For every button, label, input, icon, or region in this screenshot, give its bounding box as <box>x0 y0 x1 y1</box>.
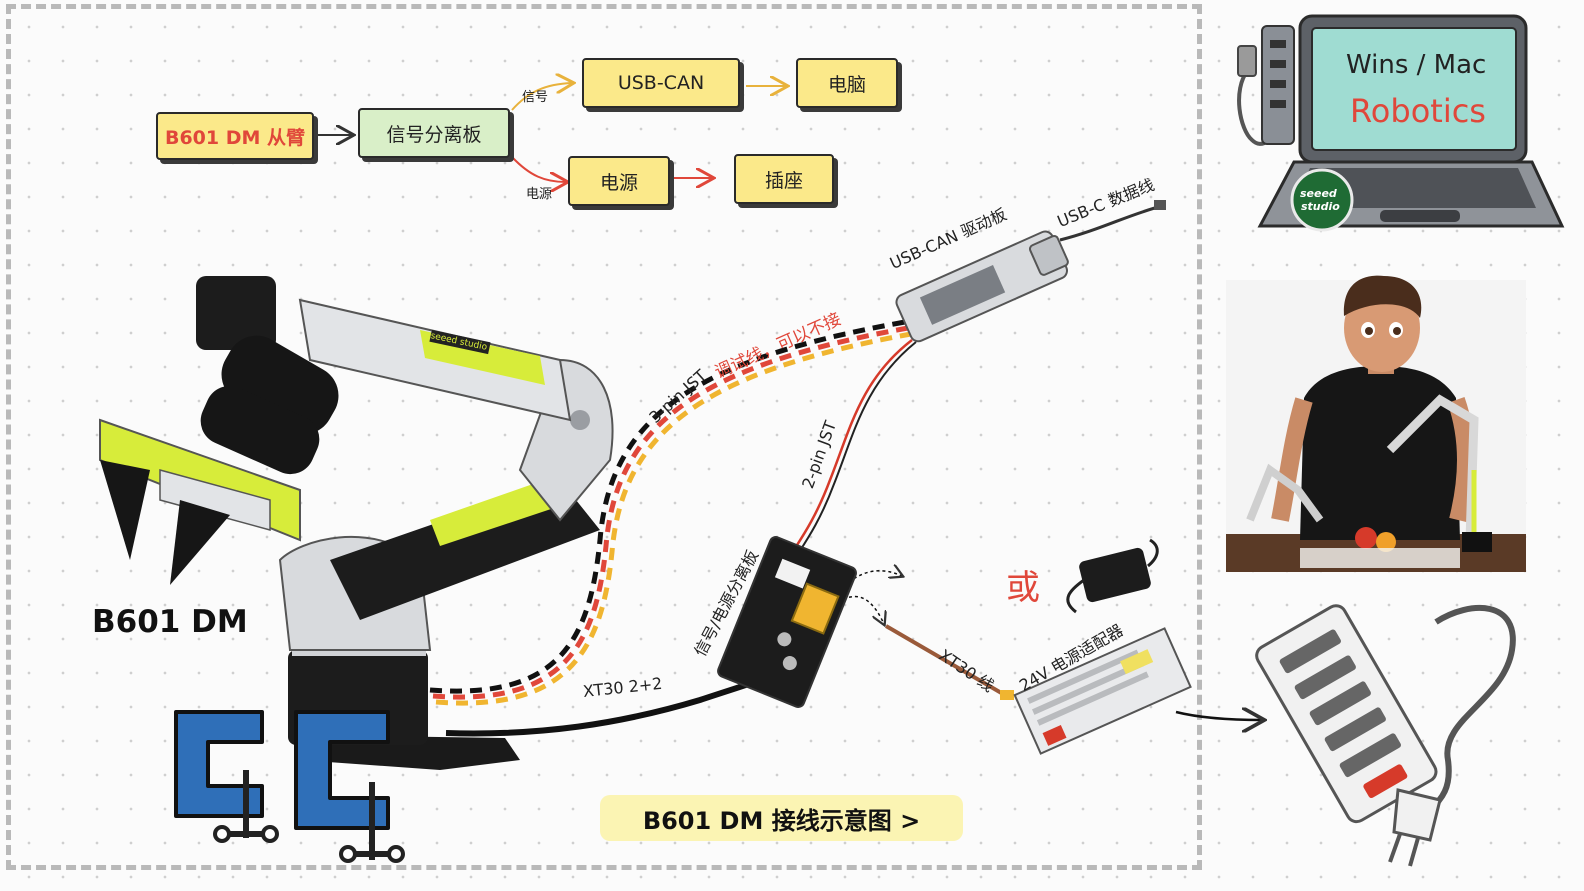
diagram-caption: B601 DM 接线示意图 > <box>600 795 963 841</box>
flow-box-power: 电源 <box>568 156 670 206</box>
flow-label-signal: 信号 <box>522 90 549 105</box>
flow-box-splitter: 信号分离板 <box>358 108 510 158</box>
label-or: 或 <box>1006 568 1040 608</box>
arm-title: B601 DM <box>92 604 248 640</box>
arrow-splitter-to-power <box>511 156 566 182</box>
arrow-splitter-to-usbcan <box>511 83 572 111</box>
xt30-22-cable <box>445 677 762 737</box>
usbc-cable <box>1059 204 1163 242</box>
flow-box-computer: 电脑 <box>796 58 898 108</box>
debug-cable <box>429 319 912 706</box>
clamp-icon-left <box>174 710 279 843</box>
usbcan-board-icon <box>895 230 1069 343</box>
power-adapter-brick-icon <box>1066 538 1159 614</box>
seeed-logo-line2: studio <box>1301 200 1340 213</box>
dashed-frame <box>6 4 1202 870</box>
xt30-cable <box>884 624 1012 700</box>
laptop-os-text: Wins / Mac <box>1346 50 1487 80</box>
plug-icon <box>1392 788 1442 842</box>
flow-label-power: 电源 <box>526 187 553 202</box>
splitter-board-icon <box>717 536 857 708</box>
laptop-app-text: Robotics <box>1350 92 1486 130</box>
seeed-logo-icon <box>1290 168 1354 232</box>
jst2-cable <box>788 339 913 557</box>
flow-box-arm: B601 DM 从臂 <box>156 112 314 160</box>
flow-box-socket: 插座 <box>734 154 834 204</box>
clamp-icon-right <box>294 710 405 863</box>
seeed-logo-line1: seeed <box>1300 187 1337 200</box>
power-supply-icon <box>1013 627 1192 755</box>
usb-plug-icon <box>1237 45 1257 77</box>
flow-box-usbcan: USB-CAN <box>582 58 740 108</box>
